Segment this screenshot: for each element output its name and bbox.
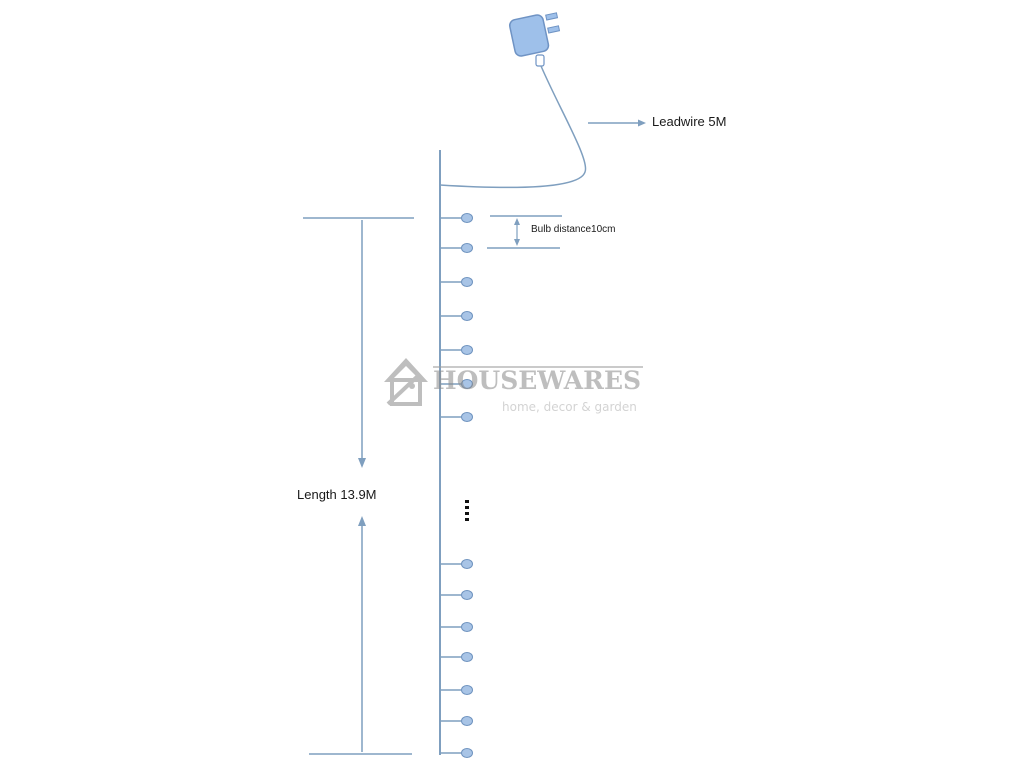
lead-wire-label: Leadwire 5M <box>652 114 727 129</box>
lead-wire-arrow <box>588 119 646 127</box>
watermark-brand: HOUSEWARES <box>433 366 642 395</box>
bulb <box>440 716 473 726</box>
watermark-rule <box>433 366 643 368</box>
bulb-icon <box>461 412 473 422</box>
bulb-icon <box>461 243 473 253</box>
bulb <box>440 379 473 389</box>
length-label: Length 13.9M <box>297 487 377 502</box>
bulb <box>440 311 473 321</box>
bulb <box>440 652 473 662</box>
bulb-icon <box>461 311 473 321</box>
bulbs <box>440 213 473 758</box>
length-dimension <box>303 217 414 755</box>
bulb <box>440 590 473 600</box>
bulb-distance-indicator <box>487 215 562 249</box>
bulb <box>440 559 473 569</box>
bulb-icon <box>461 590 473 600</box>
bulb <box>440 243 473 253</box>
power-adapter <box>508 12 561 67</box>
bulb-icon <box>461 379 473 389</box>
bulb <box>440 748 473 758</box>
bulb-icon <box>461 716 473 726</box>
adapter-prong-bottom <box>547 25 561 34</box>
bulb-icon <box>461 213 473 223</box>
bulb-icon <box>461 622 473 632</box>
adapter-body <box>508 14 550 57</box>
bulb <box>440 213 473 223</box>
bulbs-ellipsis <box>465 500 469 521</box>
bulb-icon <box>461 559 473 569</box>
bulb <box>440 412 473 422</box>
bulb-icon <box>461 652 473 662</box>
bulb-distance-label: Bulb distance10cm <box>531 224 616 235</box>
adapter-prong-top <box>545 12 559 21</box>
bulb <box>440 622 473 632</box>
bulb-icon <box>461 685 473 695</box>
watermark-tagline: home, decor & garden <box>502 400 637 414</box>
bulb <box>440 685 473 695</box>
lead-wire <box>439 65 587 189</box>
house-logo-icon <box>384 358 428 406</box>
adapter-plug <box>535 54 545 67</box>
bulb <box>440 277 473 287</box>
bulb-icon <box>461 748 473 758</box>
watermark: HOUSEWARES home, decor & garden <box>380 352 650 418</box>
bulb-icon <box>461 277 473 287</box>
bulb <box>440 345 473 355</box>
bulb-icon <box>461 345 473 355</box>
